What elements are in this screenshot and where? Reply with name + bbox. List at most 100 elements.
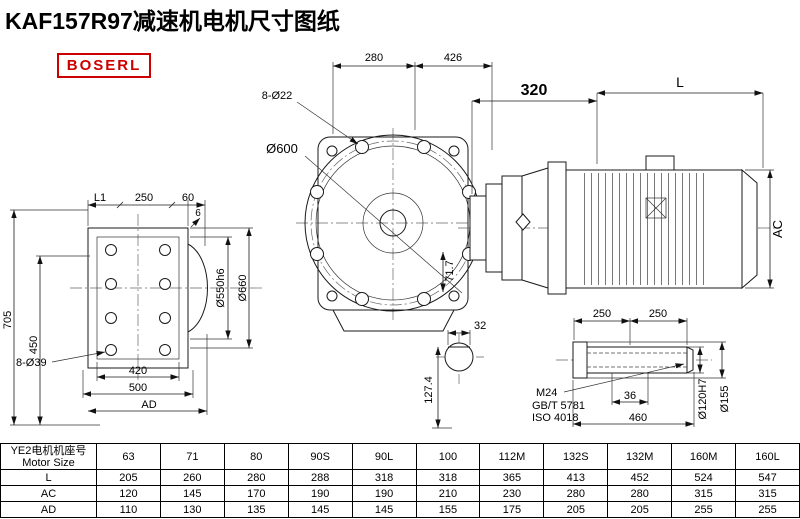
dim-127-4: 127.4 xyxy=(423,376,435,404)
input-step-2 xyxy=(485,183,503,273)
table-header-cn: YE2电机机座号 xyxy=(10,444,87,457)
dim-M24: M24 xyxy=(536,387,557,399)
diamond-marker xyxy=(515,213,531,231)
cell: 205 xyxy=(96,469,161,486)
bolt-hole xyxy=(105,344,117,356)
motor-flange-disc xyxy=(547,161,567,295)
cell: 130 xyxy=(159,501,225,518)
input-step-1 xyxy=(469,195,487,261)
housing-outline xyxy=(317,136,469,311)
dim-36: 36 xyxy=(624,390,636,402)
terminal-box xyxy=(645,155,675,171)
cell: 255 xyxy=(735,501,800,518)
shaft-detail-view: 250 250 M24 GB/T 5781 ISO 4018 36 460 Ø1… xyxy=(532,308,731,427)
nameplate xyxy=(645,197,667,219)
cell: 315 xyxy=(735,485,800,502)
cell: 155 xyxy=(415,501,481,518)
cell: 315 xyxy=(671,485,737,502)
dim-d550h6: Ø550h6 xyxy=(215,268,227,307)
cell: 230 xyxy=(479,485,545,502)
cell: 365 xyxy=(479,469,545,486)
cell: 175 xyxy=(479,501,545,518)
dim-705: 705 xyxy=(2,311,14,329)
dim-500: 500 xyxy=(129,382,147,394)
bolt-hole xyxy=(105,312,117,324)
dim-450: 450 xyxy=(28,336,40,354)
cell: 110 xyxy=(96,501,161,518)
shaft-bore xyxy=(379,209,407,237)
col-header: 71 xyxy=(159,443,225,470)
dim-d120H7: Ø120H7 xyxy=(697,379,709,420)
dim-d155: Ø155 xyxy=(719,386,731,413)
dim-AC: AC xyxy=(770,220,785,238)
page-title: KAF157R97减速机电机尺寸图纸 xyxy=(5,8,340,34)
motor-view: 320 L AC xyxy=(458,74,785,295)
cell: 210 xyxy=(415,485,481,502)
col-header: 132M xyxy=(607,443,673,470)
motor-fins xyxy=(584,173,704,285)
dim-d660: Ø660 xyxy=(237,275,249,302)
shaft-collar xyxy=(572,341,588,379)
dim-280: 280 xyxy=(365,52,383,64)
shaft-end-chamfer xyxy=(686,346,694,374)
cell: 280 xyxy=(543,485,609,502)
dim-460: 460 xyxy=(629,412,647,424)
col-header: 100 xyxy=(415,443,481,470)
shaft-section-view: 32 127.4 xyxy=(423,320,486,429)
col-header: 80 xyxy=(223,443,289,470)
bolt-hole xyxy=(105,278,117,290)
bolt-hole xyxy=(105,244,117,256)
col-header: 132S xyxy=(543,443,609,470)
cell: 280 xyxy=(607,485,673,502)
shaft-body xyxy=(586,346,688,374)
cell: 190 xyxy=(351,485,417,502)
col-header: 63 xyxy=(96,443,161,470)
bolt-hole xyxy=(159,244,171,256)
cell: 205 xyxy=(543,501,609,518)
cell: 145 xyxy=(351,501,417,518)
cell: 205 xyxy=(607,501,673,518)
flange-plate-inner xyxy=(96,236,180,360)
dim-6: 6 xyxy=(195,208,201,219)
bolt-hole xyxy=(159,344,171,356)
cell: 524 xyxy=(671,469,737,486)
dim-8-d39: 8-Ø39 xyxy=(16,357,47,369)
dim-32: 32 xyxy=(474,320,486,332)
col-header: 90S xyxy=(287,443,353,470)
row-label: AC xyxy=(0,485,97,502)
row-label: L xyxy=(0,469,97,486)
standard-iso: ISO 4018 xyxy=(532,412,578,424)
row-label: AD xyxy=(0,501,97,518)
housing-foot xyxy=(332,309,455,332)
cell: 260 xyxy=(159,469,225,486)
dim-L: L xyxy=(676,74,684,90)
standard-gbt: GB/T 5781 xyxy=(532,400,585,412)
dim-250-a: 250 xyxy=(593,308,611,320)
dim-320: 320 xyxy=(521,82,548,99)
shaft-section-circle xyxy=(444,342,474,372)
input-step-3 xyxy=(501,175,523,281)
cell: 145 xyxy=(159,485,225,502)
dim-426: 426 xyxy=(444,52,462,64)
technical-drawing: L1 250 60 6 705 450 8-Ø39 420 500 AD Ø55… xyxy=(2,52,785,429)
dim-d600: Ø600 xyxy=(266,141,298,156)
cell: 120 xyxy=(96,485,161,502)
bolt-hole xyxy=(159,278,171,290)
dim-250-b: 250 xyxy=(649,308,667,320)
cell: 318 xyxy=(415,469,481,486)
col-header: 160M xyxy=(671,443,737,470)
dim-60: 60 xyxy=(182,192,194,204)
cell: 452 xyxy=(607,469,673,486)
bolt-hole xyxy=(159,312,171,324)
flange-plate-outline xyxy=(87,227,189,369)
cell: 318 xyxy=(351,469,417,486)
boserl-logo: BOSERL xyxy=(57,53,151,78)
cell: 280 xyxy=(223,469,289,486)
cell: 288 xyxy=(287,469,353,486)
housing-bulge xyxy=(187,243,208,333)
flange-view: 280 426 8-Ø22 Ø600 71.7 xyxy=(262,52,493,332)
cell: 135 xyxy=(223,501,289,518)
table-corner-cell: YE2电机机座号 Motor Size xyxy=(0,443,97,470)
col-header: 160L xyxy=(735,443,800,470)
col-header: 112M xyxy=(479,443,545,470)
